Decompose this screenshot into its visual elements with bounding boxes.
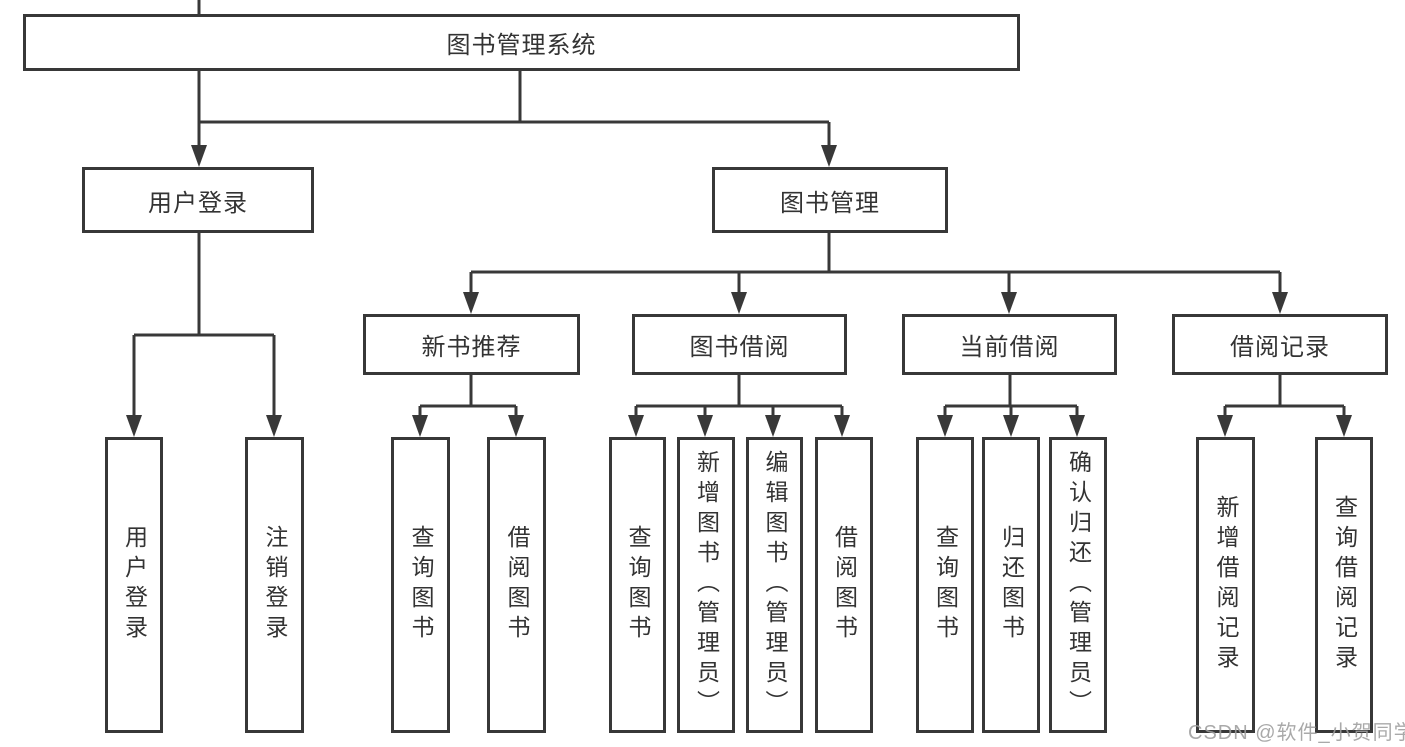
leaf-return-book: 归还图书 — [982, 437, 1040, 733]
leaf-query-books-borrow: 查询图书 — [609, 437, 666, 733]
node-label: 借阅图书 — [504, 525, 530, 645]
node-label: 编辑图书（管理员） — [762, 450, 788, 720]
node-borrow-records: 借阅记录 — [1172, 314, 1388, 375]
node-label: 当前借阅 — [959, 334, 1060, 361]
node-label: 新增图书（管理员） — [693, 450, 720, 720]
leaf-confirm-return-admin: 确认归还（管理员） — [1049, 437, 1107, 733]
node-label: 借阅记录 — [1230, 334, 1330, 361]
node-system-root: 图书管理系统 — [23, 14, 1020, 71]
node-label: 新增借阅记录 — [1213, 495, 1239, 675]
leaf-query-borrow-record: 查询借阅记录 — [1315, 437, 1373, 733]
node-label: 图书借阅 — [689, 334, 790, 361]
leaf-query-books-recommend: 查询图书 — [391, 437, 450, 733]
leaf-add-borrow-record: 新增借阅记录 — [1196, 437, 1255, 733]
node-label: 查询图书 — [625, 525, 651, 645]
leaf-borrow-books-recommend: 借阅图书 — [487, 437, 546, 733]
node-book-management: 图书管理 — [712, 167, 948, 233]
leaf-edit-book-admin: 编辑图书（管理员） — [746, 437, 803, 733]
node-label: 图书管理系统 — [446, 32, 597, 59]
node-label: 借阅图书 — [831, 525, 858, 645]
leaf-logout: 注销登录 — [245, 437, 304, 733]
node-label: 图书管理 — [780, 189, 880, 217]
node-label: 确认归还（管理员） — [1065, 450, 1092, 720]
node-new-book-recommend: 新书推荐 — [363, 314, 580, 375]
node-label: 新书推荐 — [421, 334, 522, 361]
leaf-add-book-admin: 新增图书（管理员） — [677, 437, 735, 733]
node-book-borrow: 图书借阅 — [632, 314, 847, 375]
watermark: CSDN @软件_小贺同学 — [1188, 722, 1405, 744]
leaf-borrow-books: 借阅图书 — [815, 437, 873, 733]
leaf-query-books-current: 查询图书 — [916, 437, 974, 733]
node-label: 用户登录 — [148, 189, 248, 217]
node-label: 查询图书 — [932, 525, 959, 645]
node-label: 用户登录 — [121, 525, 148, 645]
node-user-login: 用户登录 — [82, 167, 314, 233]
node-current-borrow: 当前借阅 — [902, 314, 1117, 375]
node-label: 归还图书 — [998, 525, 1025, 645]
node-label: 查询借阅记录 — [1331, 495, 1358, 675]
leaf-user-login: 用户登录 — [105, 437, 163, 733]
node-label: 查询图书 — [408, 525, 434, 645]
node-label: 注销登录 — [262, 525, 288, 645]
